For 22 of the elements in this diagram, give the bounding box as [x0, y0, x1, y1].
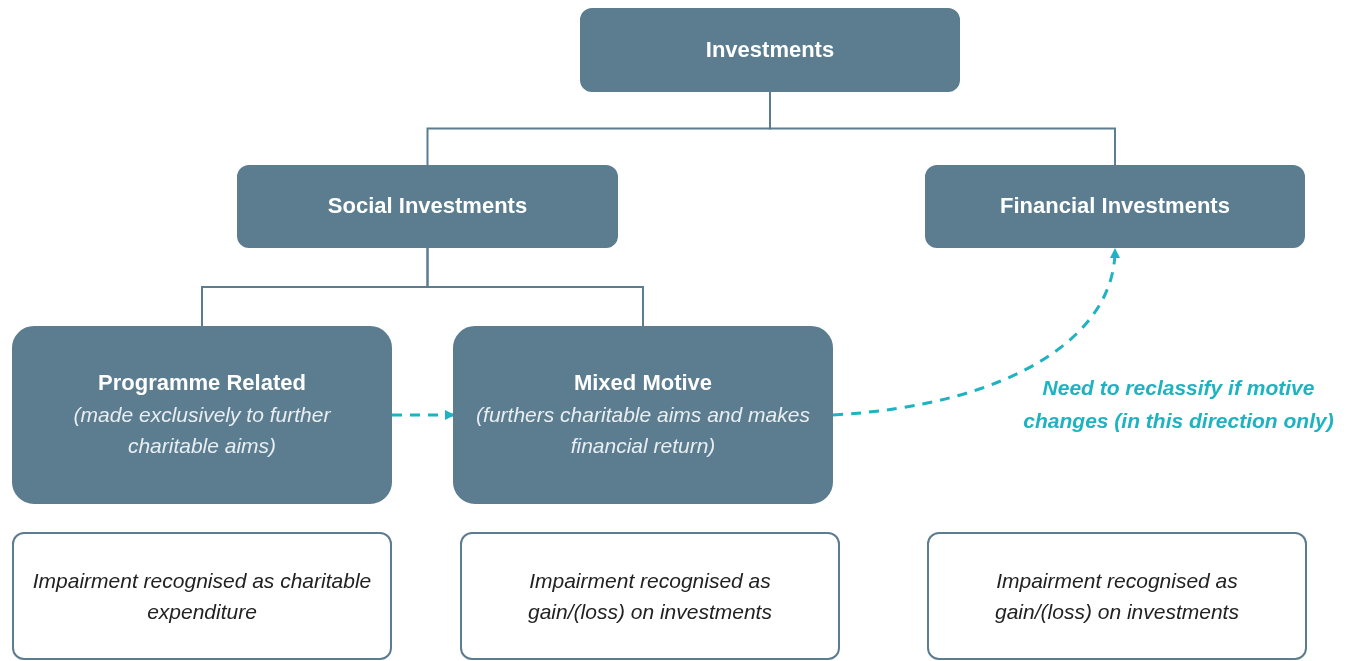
edge-label: Need to reclassify if motive changes (in this direction only) — [1022, 375, 1335, 434]
category-box — [453, 326, 833, 504]
box-title: Mixed Motive — [573, 369, 713, 398]
description-text: (made exclusively to further charitable aims) — [72, 401, 332, 460]
category-box — [925, 165, 1305, 248]
dashed-arrow — [832, 248, 1120, 417]
category-box — [237, 165, 618, 248]
description-text: Impairment recognised as gain/(loss) on investments — [994, 567, 1240, 625]
description-text: (furthers charitable aims and makes financial return) — [475, 401, 811, 460]
box-title: Financial Investments — [1000, 192, 1230, 221]
note-box — [927, 532, 1307, 660]
note-box — [460, 532, 840, 660]
box-title: Programme Related — [98, 369, 306, 398]
category-box — [12, 326, 392, 504]
box-title: Social Investments — [327, 192, 528, 221]
connector-line — [426, 247, 644, 327]
box-title: Investments — [705, 35, 835, 64]
note-box — [12, 532, 392, 660]
dashed-arrow — [392, 410, 455, 420]
description-text: Impairment recognised as gain/(loss) on investments — [527, 567, 773, 625]
category-box — [580, 8, 960, 92]
description-text: Impairment recognised as charitable expenditure — [32, 567, 372, 625]
